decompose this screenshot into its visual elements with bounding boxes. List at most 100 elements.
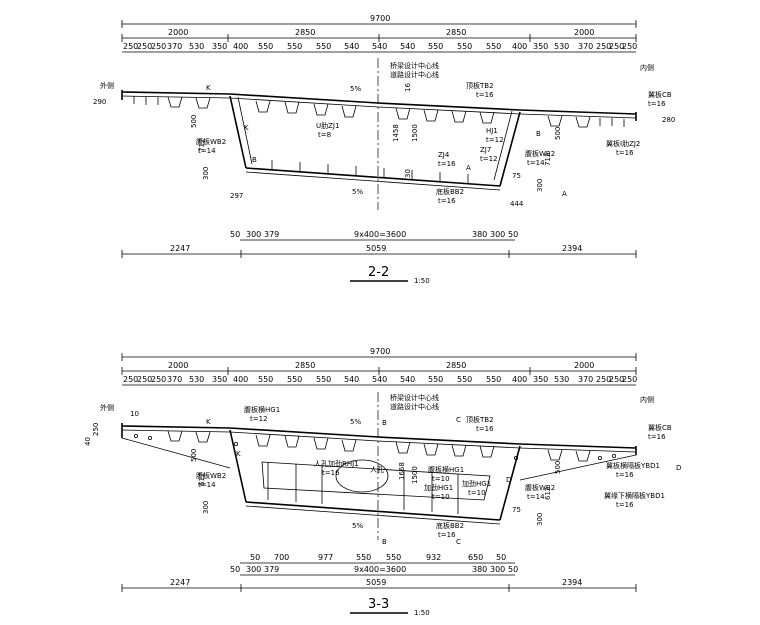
dimension-label: 9x400=3600: [354, 565, 406, 574]
dimension-label: 人孔: [370, 466, 384, 474]
section-scale-2-2: 1:50: [414, 277, 430, 285]
dimension-label: D: [676, 464, 681, 472]
dimension-label: 顶板TB2: [466, 415, 494, 424]
dim-bottom-row0-3-3: 50 700 977 550 550 932 650 50: [240, 553, 515, 564]
dimension-label: 300: [202, 167, 210, 180]
dimension-label: 腹板WB2: [196, 137, 226, 146]
dimension-label: 250: [151, 375, 166, 384]
dimension-label: B: [382, 538, 387, 546]
dimension-label: 翼板I肋ZJ2: [606, 139, 640, 148]
dimension-label: C: [456, 538, 461, 546]
dimension-label: 370: [167, 375, 182, 384]
dimension-label: 250: [622, 375, 637, 384]
dimension-label: 50: [230, 565, 240, 574]
dimension-label: 2247: [170, 244, 190, 253]
dimension-label: 300: [202, 501, 210, 514]
dimension-label: 300: [246, 565, 261, 574]
dimension-label: 550: [287, 42, 302, 51]
dimension-label: t=16: [616, 149, 634, 157]
dimension-label: K: [206, 84, 211, 92]
section-title-2-2: 2-2: [368, 265, 389, 280]
dimension-label: 5%: [352, 522, 363, 530]
dimension-label: t=16: [616, 501, 634, 509]
dimension-label: 250: [609, 42, 624, 51]
dimension-label: 400: [233, 42, 248, 51]
dimension-label: 30: [404, 169, 412, 178]
dim-segments: 250 250 250 370 530 350 400 550 550 550 …: [122, 42, 637, 53]
dim-halves: 2000 2850 2850 2000: [121, 28, 637, 42]
dimension-label: 2850: [295, 28, 315, 37]
dimension-label: 540: [372, 42, 387, 51]
dimension-label: 290: [93, 98, 106, 106]
dimension-label: 1500: [411, 124, 419, 142]
dimension-label: 500: [190, 449, 198, 462]
dimension-label: 16: [404, 83, 412, 92]
dimension-label: 550: [386, 553, 401, 562]
dimension-label: 540: [344, 42, 359, 51]
dimension-label: t=16: [438, 531, 456, 539]
dimension-label: 550: [457, 375, 472, 384]
dimension-label: 550: [486, 42, 501, 51]
dimension-label: 翼缘下横隔板YBD1: [604, 491, 665, 500]
dimension-label: 540: [344, 375, 359, 384]
dimension-label: 250: [137, 42, 152, 51]
section-scale-3-3: 1:50: [414, 609, 430, 617]
dimension-label: C: [456, 416, 461, 424]
dimension-label: 300: [536, 513, 544, 526]
dimension-label: t=16: [476, 91, 494, 99]
dimension-label: 75: [512, 506, 521, 514]
dimension-label: U肋ZJ1: [316, 121, 339, 130]
dimension-label: 加劲HG1: [424, 483, 453, 492]
dim-bottom-row2-3-3: 2247 5059 2394: [121, 578, 637, 592]
dimension-label: 550: [316, 375, 331, 384]
dimension-label: 370: [578, 375, 593, 384]
dimension-label: 2394: [562, 578, 582, 587]
dimension-label: 5059: [366, 578, 386, 587]
dimension-label: 250: [92, 423, 100, 436]
dimension-label: 底板BB2: [436, 187, 464, 196]
dimension-label: 2000: [168, 361, 188, 370]
dimension-label: 翼板CB: [648, 90, 672, 99]
dimension-label: 腹板横HG1: [244, 405, 280, 414]
dimension-label: t=8: [318, 131, 331, 139]
dimension-label: 932: [426, 553, 441, 562]
dimension-label: A: [562, 190, 567, 198]
dimension-label: 350: [533, 42, 548, 51]
dimension-label: K: [244, 124, 249, 132]
dimension-label: 550: [486, 375, 501, 384]
dimension-label: 712: [544, 153, 552, 166]
dimension-label: 9700: [370, 347, 390, 356]
dimension-label: 桥梁设计中心线: [390, 393, 439, 402]
dimension-label: 379: [264, 565, 279, 574]
dim-halves-b: 2000 2850 2850 2000: [121, 361, 637, 375]
dimension-label: B: [252, 156, 257, 164]
dimension-label: 540: [400, 42, 415, 51]
dimension-label: t=12: [486, 136, 504, 144]
dimension-label: 530: [554, 375, 569, 384]
dimension-label: 2000: [574, 28, 594, 37]
dimension-label: ZJ4: [438, 151, 450, 159]
dimension-label: 550: [258, 375, 273, 384]
dimension-label: 250: [596, 375, 611, 384]
dimension-label: 底板BB2: [436, 521, 464, 530]
dimension-label: 400: [512, 42, 527, 51]
dimension-label: 外侧: [100, 403, 114, 412]
dimension-label: 550: [457, 42, 472, 51]
dimension-label: 300: [246, 230, 261, 239]
label-inner-side: 内侧: [640, 63, 654, 72]
dimension-label: 2850: [446, 361, 466, 370]
dimension-label: 翼板横隔板YBD1: [606, 461, 660, 470]
dimension-label: 350: [533, 375, 548, 384]
dim-bottom-row1-3-3: 50 300 379 9x400=3600 380 300 50: [230, 565, 518, 576]
dimension-label: 2000: [168, 28, 188, 37]
dimension-label: 腹板WB2: [196, 471, 226, 480]
dimension-label: B: [536, 130, 541, 138]
dimension-label: 550: [316, 42, 331, 51]
dimension-label: 顶板TB2: [466, 81, 494, 90]
dimension-label: K: [236, 450, 241, 458]
dimension-label: t=14: [198, 481, 216, 489]
dimension-label: 550: [428, 42, 443, 51]
dimension-label: 550: [287, 375, 302, 384]
dimension-label: 腹板横HG1: [428, 465, 464, 474]
dimension-label: 道路设计中心线: [390, 402, 439, 411]
